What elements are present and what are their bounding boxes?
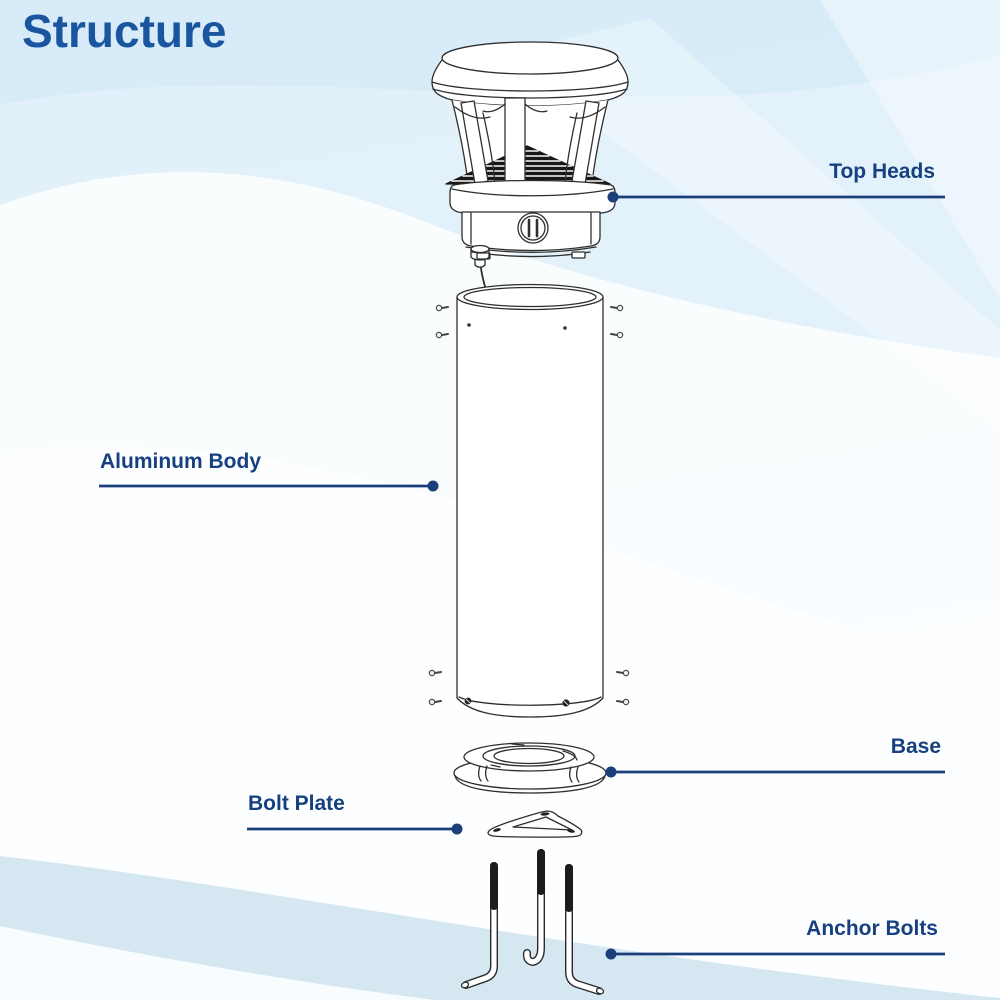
housing-emblem (517, 212, 549, 244)
leader-top-heads (607, 191, 945, 203)
label-aluminum-body: Aluminum Body (100, 450, 261, 473)
leader-dot (427, 480, 439, 492)
bottom-screw-heads (464, 697, 570, 707)
leader-anchor-bolts (605, 948, 945, 960)
part-base (453, 742, 607, 794)
leader-dot (607, 191, 619, 203)
leader-dot (605, 766, 617, 778)
part-bolt-plate (487, 810, 583, 838)
leader-bolt-plate (247, 823, 463, 835)
side-screws (428, 304, 630, 706)
part-anchor-bolts (460, 849, 605, 995)
label-bolt-plate: Bolt Plate (248, 792, 345, 815)
leader-aluminum-body (99, 480, 439, 492)
label-anchor-bolts: Anchor Bolts (806, 917, 938, 940)
leader-dot (451, 823, 463, 835)
part-aluminum-body (428, 283, 630, 718)
page-title: Structure (22, 5, 227, 57)
leader-dot (605, 948, 617, 960)
label-base: Base (890, 735, 941, 758)
part-top-head (431, 41, 629, 301)
label-top-heads: Top Heads (829, 160, 935, 183)
leader-base (605, 766, 945, 778)
